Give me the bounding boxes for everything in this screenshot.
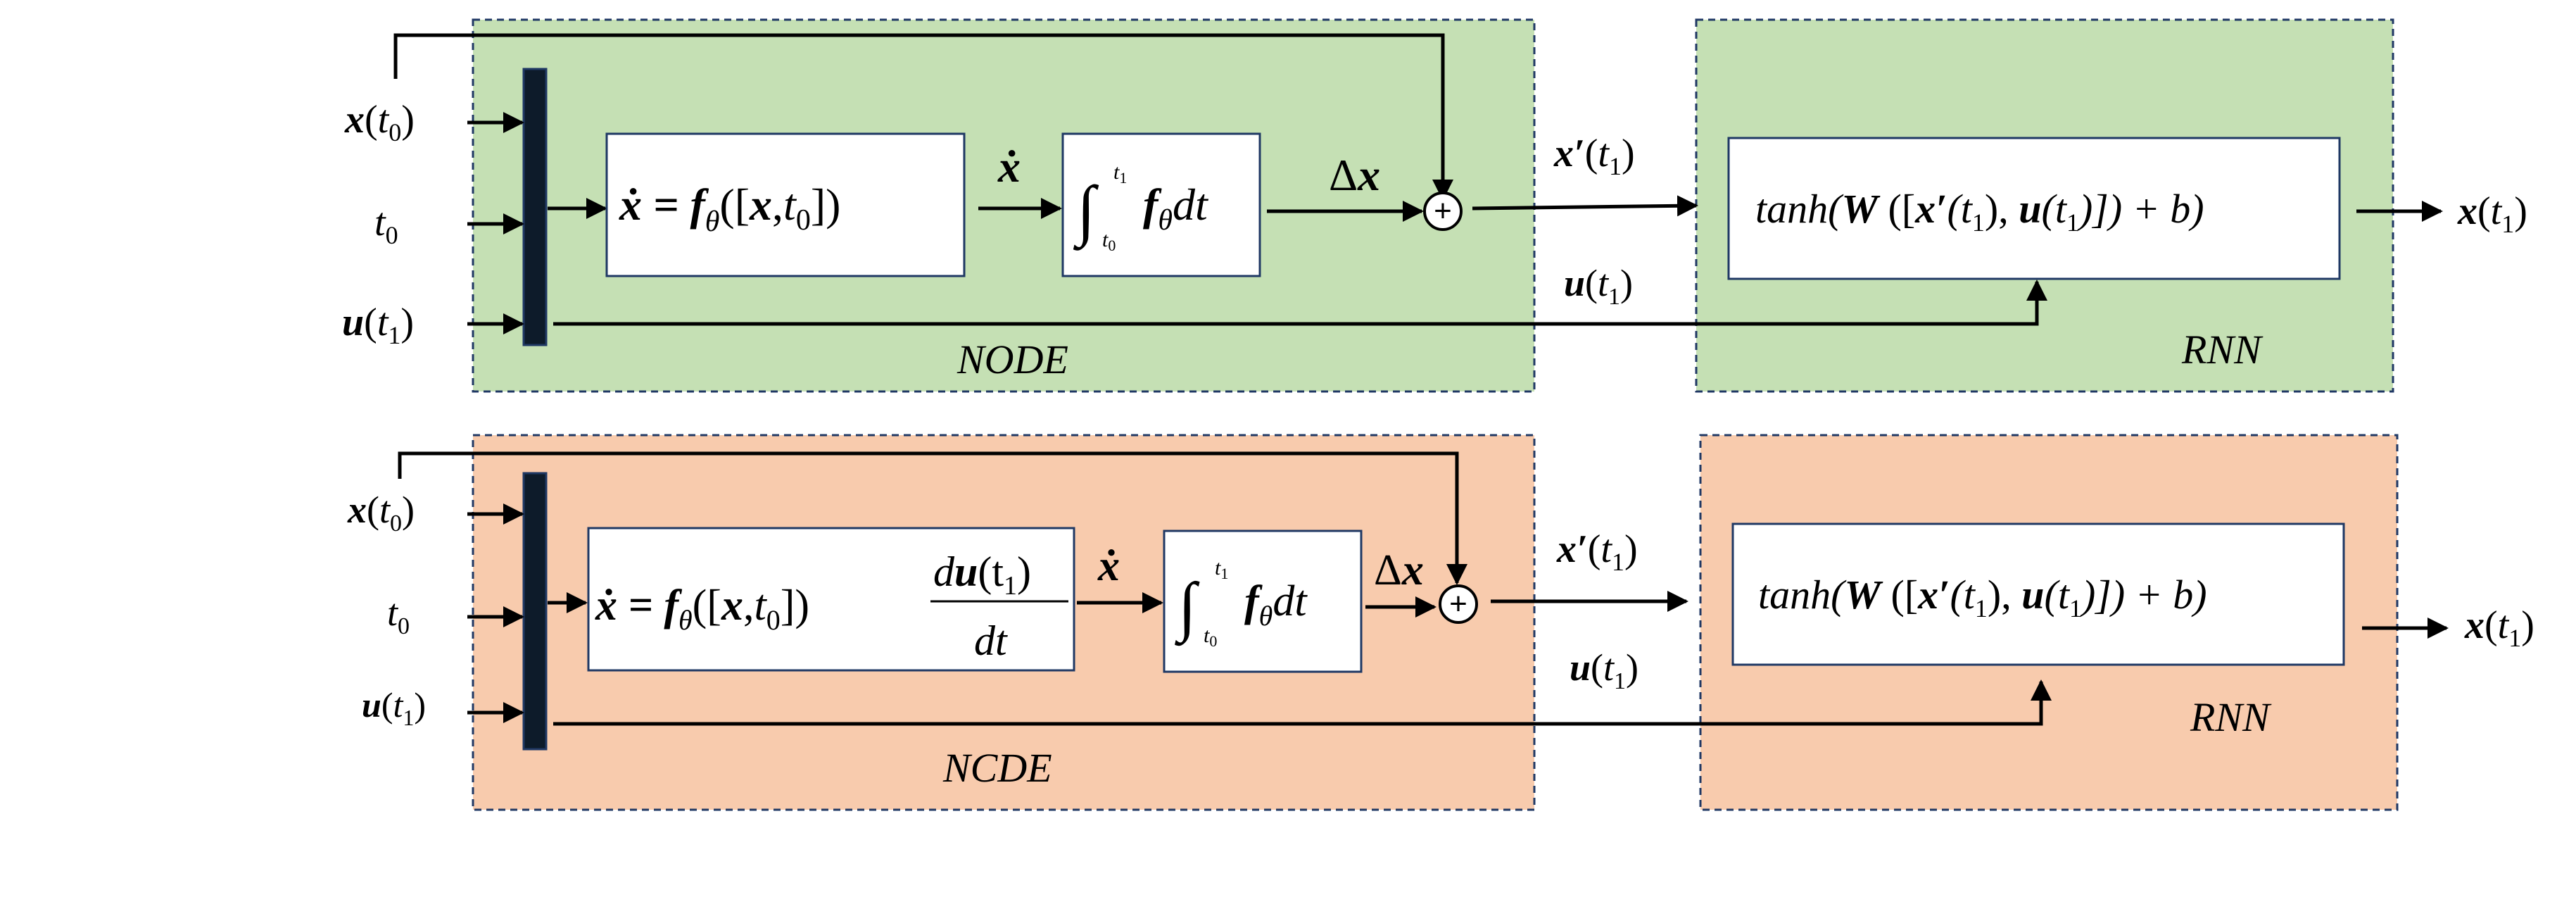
input-t0-top: t0	[374, 201, 398, 249]
input-x-t0-bottom: x(t0)	[347, 489, 415, 537]
cde-equation-bottom: ẋ = fθ([x,t0])	[595, 582, 809, 636]
concat-bar-bottom	[522, 472, 548, 751]
integral-top: ∫ t1 t0 fθdt	[1073, 143, 1209, 261]
skip-line-top	[393, 33, 1453, 201]
u-line-top	[553, 280, 2047, 326]
integral-box-bottom	[1163, 530, 1363, 673]
sum-node-bottom	[1439, 584, 1478, 624]
skip-line-bottom	[398, 451, 1467, 585]
ncde-panel-label: NCDE	[942, 745, 1052, 791]
sum-node-top	[1423, 192, 1463, 231]
arrow-sum-rnn-top	[1472, 195, 1698, 217]
delta-x-top: Δx	[1329, 150, 1380, 200]
integral-box-top	[1061, 132, 1261, 277]
rnn-equation-top: tanh(W ([x′(t1), u(t1)]) + b)	[1755, 186, 2204, 237]
xprime-label-bottom: x′(t1)	[1556, 527, 1638, 576]
sum-symbol-bottom: +	[1449, 587, 1467, 621]
rnn-equation-bottom: tanh(W ([x′(t1), u(t1)]) + b)	[1758, 572, 2207, 622]
input-u-t1-top: u(t1)	[342, 301, 414, 349]
input-t0-bottom: t0	[387, 591, 410, 639]
cde-fraction-numerator: du(t1)	[933, 549, 1031, 601]
sum-symbol-top: +	[1434, 194, 1452, 228]
cde-box-bottom	[587, 527, 1075, 672]
ode-box-top	[605, 132, 966, 277]
u-label-top: u(t1)	[1564, 262, 1633, 310]
rnn-panel-label-top: RNN	[2181, 327, 2264, 372]
output-label-top: x(t1)	[2457, 189, 2527, 238]
integral-bottom: ∫ t1 t0 fθdt	[1175, 541, 1308, 656]
rnn-box-bottom	[1731, 522, 2345, 666]
rnn-box-top	[1727, 137, 2341, 280]
cde-fraction-denominator: dt	[974, 618, 1008, 664]
delta-x-bottom: Δx	[1374, 546, 1424, 594]
rnn-panel-label-bottom: RNN	[2190, 694, 2272, 740]
node-panel-label: NODE	[956, 337, 1068, 382]
concat-bar-top	[522, 68, 548, 346]
u-line-bottom	[553, 679, 2052, 726]
xdot-label-top: ẋ	[997, 142, 1021, 192]
xdot-label-bottom: ẋ	[1097, 542, 1120, 590]
output-label-bottom: x(t1)	[2464, 603, 2534, 652]
input-x-t0-top: x(t0)	[344, 98, 415, 146]
u-label-bottom: u(t1)	[1570, 646, 1639, 694]
input-u-t1-bottom: u(t1)	[362, 685, 426, 730]
xprime-label-top: x′(t1)	[1553, 132, 1635, 180]
